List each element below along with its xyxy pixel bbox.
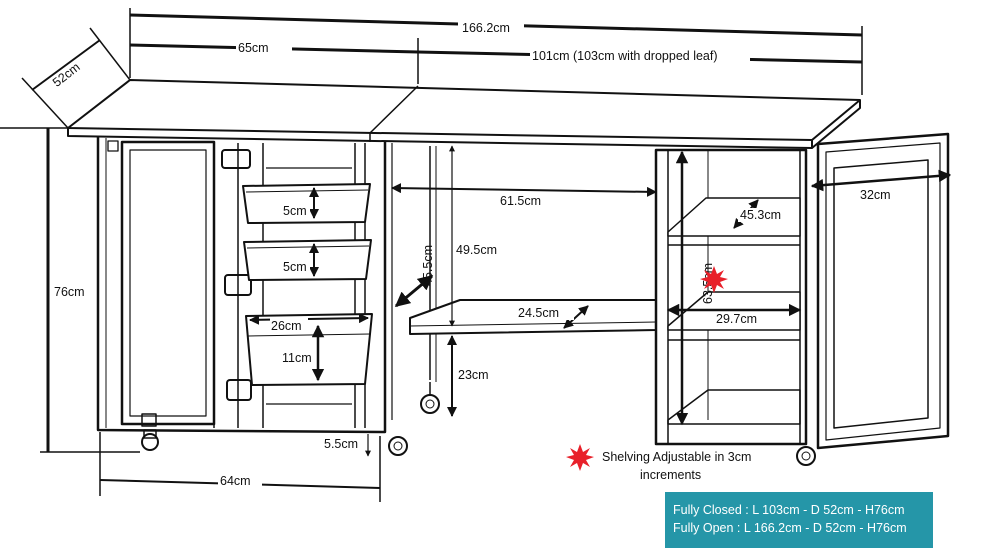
dim-total-length: 166.2cm	[462, 21, 510, 35]
info-box: Fully Closed : L 103cm - D 52cm - H76cm …	[665, 492, 933, 548]
dimension-lines	[0, 8, 952, 502]
red-star-icon	[566, 444, 594, 471]
dim-left-width: 65cm	[238, 41, 269, 55]
tabletop-top	[67, 79, 861, 141]
right-door	[816, 132, 950, 450]
dim-base-width: 64cm	[220, 474, 251, 488]
tabletop-front-edge	[67, 128, 813, 149]
left-cabinet	[96, 136, 387, 434]
dim-bin-middle: 5cm	[283, 260, 307, 274]
dim-knee-width: 61.5cm	[500, 194, 541, 208]
dim-floor-clearance: 23cm	[458, 368, 489, 382]
caster-icon	[420, 382, 440, 414]
dim-bin-width: 26cm	[271, 319, 302, 333]
dim-bin-bottom: 11cm	[282, 351, 312, 365]
note-line-1: Shelving Adjustable in 3cm	[602, 450, 751, 464]
dim-leg-height: 49.5cm	[456, 243, 497, 257]
info-open: Fully Open : L 166.2cm - D 52cm - H76cm	[673, 521, 907, 535]
caster-icon	[388, 436, 408, 456]
storage-bin-top	[242, 183, 371, 224]
caster-icon	[141, 429, 159, 451]
dim-inner-depth: 45.5cm	[421, 245, 435, 286]
caster-icon	[796, 446, 816, 466]
dim-right-width: 101cm (103cm with dropped leaf)	[532, 49, 718, 63]
dim-shelf-depth: 24.5cm	[518, 306, 559, 320]
dim-bin-top: 5cm	[283, 204, 307, 218]
right-shelf-unit	[654, 148, 808, 446]
dim-shelf-width: 29.7cm	[716, 312, 757, 326]
red-star-icon	[700, 266, 728, 293]
left-door	[120, 140, 216, 426]
cabinet-drawing	[67, 79, 950, 466]
storage-bin-bottom	[245, 313, 373, 386]
info-closed: Fully Closed : L 103cm - D 52cm - H76cm	[673, 503, 905, 517]
fold-seam	[369, 85, 419, 142]
dim-shelf-depth-right: 45.3cm	[740, 208, 781, 222]
dim-caster-height: 5.5cm	[324, 437, 358, 451]
dim-height: 76cm	[54, 285, 85, 299]
dim-door-width: 32cm	[860, 188, 891, 202]
note-line-2: increments	[640, 468, 701, 482]
